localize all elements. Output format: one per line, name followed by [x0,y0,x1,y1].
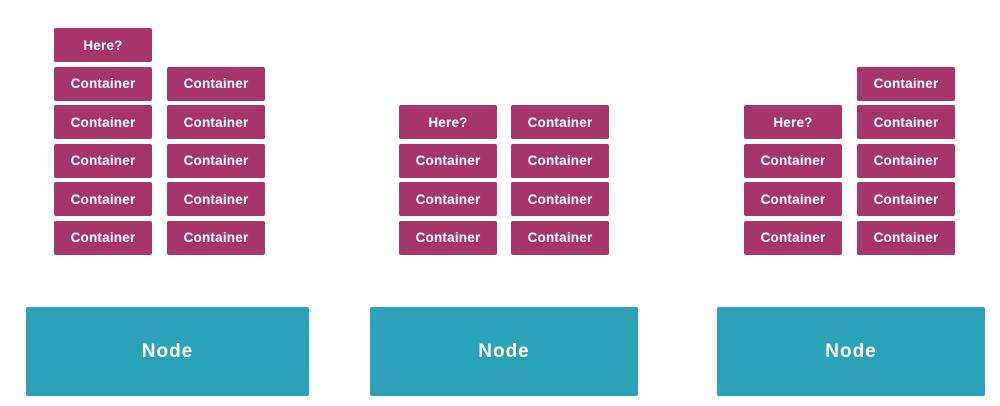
here-box: Here? [399,105,497,139]
container-box: Container [744,182,842,216]
node-box: Node [26,307,309,396]
container-box: Container [399,182,497,216]
container-box: Container [54,182,152,216]
container-box: Container [167,182,265,216]
container-box: Container [167,105,265,139]
container-box: Container [511,220,609,255]
container-box: Container [167,66,265,101]
node-box: Node [370,307,638,396]
container-box: Container [54,105,152,139]
container-box: Container [857,66,955,101]
container-box: Container [857,143,955,178]
container-box: Container [167,143,265,178]
container-box: Container [744,143,842,178]
container-box: Container [54,66,152,101]
container-box: Container [744,220,842,255]
container-box: Container [511,182,609,216]
container-box: Container [54,143,152,178]
container-box: Container [857,105,955,139]
node-box: Node [717,307,985,396]
container-box: Container [857,220,955,255]
here-box: Here? [744,105,842,139]
here-box: Here? [54,28,152,62]
container-box: Container [511,143,609,178]
container-box: Container [399,220,497,255]
container-box: Container [54,220,152,255]
container-box: Container [167,220,265,255]
container-box: Container [511,105,609,139]
container-box: Container [399,143,497,178]
container-box: Container [857,182,955,216]
